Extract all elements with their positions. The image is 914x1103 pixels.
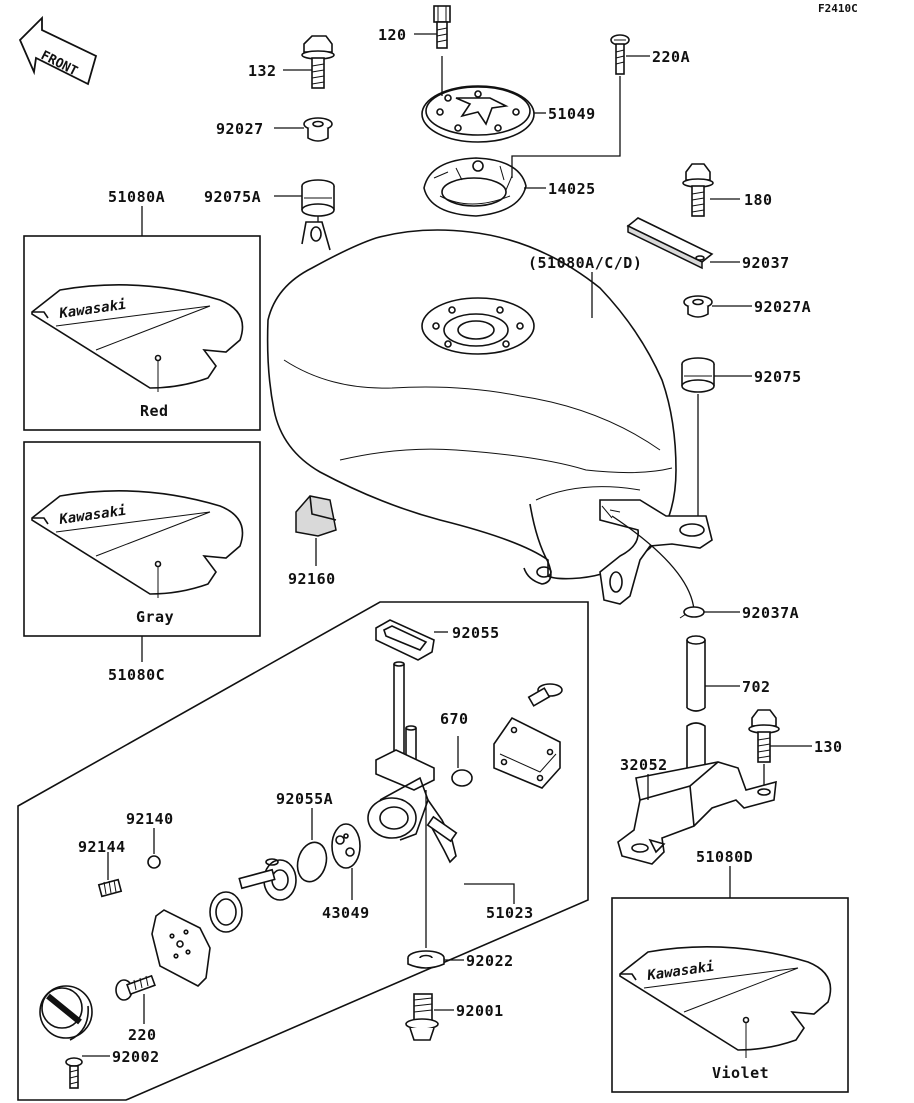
label-92075: 92075 [754,368,802,386]
bolt-180 [682,163,714,217]
label-92002: 92002 [112,1048,160,1066]
label-92037: 92037 [742,254,790,272]
decal-panel-51080C: Kawasaki Gray [23,441,261,637]
leader-220A-down [511,76,621,178]
label-14025: 14025 [548,180,596,198]
label-51023: 51023 [486,904,534,922]
knob [39,985,93,1041]
label-132: 132 [248,62,277,80]
spring-92144 [97,878,123,898]
hose-702 [686,635,706,784]
label-32052: 32052 [620,756,668,774]
screw-220A [610,34,630,75]
bolt-132 [301,35,335,89]
gasket-92055 [375,619,435,661]
label-220A: 220A [652,48,690,66]
oring-670 [451,769,473,787]
label-92027A: 92027A [754,298,811,316]
collar-92027A [683,295,713,318]
label-670: 670 [440,710,469,728]
color-violet: Violet [712,1064,769,1082]
lever-plate [151,909,211,987]
oring-92055A [296,841,328,883]
collar-92027 [303,117,333,142]
cover-plate [493,716,561,789]
label-120: 120 [378,26,407,44]
front-arrow-icon: FRONT [18,15,98,86]
label-92037A: 92037A [742,604,799,622]
label-180: 180 [744,191,773,209]
screw-cover [527,683,563,707]
label-702: 702 [742,678,771,696]
grommet-92075A [301,179,335,217]
label-51049: 51049 [548,105,596,123]
leader-51023 [464,883,515,904]
label-51080D: 51080D [696,848,753,866]
label-92027: 92027 [216,120,264,138]
grommet-92075 [681,357,715,393]
bracket-32052 [617,761,777,865]
label-51080ACD: (51080A/C/D) [528,254,642,272]
strap-92037 [626,217,714,270]
color-red: Red [140,402,169,420]
screw-92002 [65,1057,83,1089]
decal-panel-51080D: Kawasaki Violet [611,897,849,1093]
decal-panel-51080A: Kawasaki Red [23,235,261,431]
ball-92140 [147,855,161,869]
packing-43049 [331,823,361,869]
bolt-120 [433,5,451,49]
leader-92037A-curve [611,515,695,611]
label-51080A: 51080A [108,188,165,206]
screw-220 [115,974,156,1001]
clip-92037A [679,606,705,619]
bolt-130 [748,709,780,763]
label-92055A: 92055A [276,790,333,808]
washer-lever [209,891,243,933]
fuel-tank [266,221,713,605]
washer-92022 [407,950,445,969]
fuel-cock-assembly-box [17,601,589,1101]
fuel-cock-51023 [367,661,458,864]
label-92160: 92160 [288,570,336,588]
label-92022: 92022 [466,952,514,970]
label-43049: 43049 [322,904,370,922]
label-92144: 92144 [78,838,126,856]
label-130: 130 [814,738,843,756]
color-gray: Gray [136,608,174,626]
figure-code: F2410C [818,2,858,15]
label-92001: 92001 [456,1002,504,1020]
gasket-14025 [423,157,527,217]
label-92140: 92140 [126,810,174,828]
rubber-92160 [295,495,337,537]
label-92075A: 92075A [204,188,261,206]
label-220: 220 [128,1026,157,1044]
lever-shaft [238,858,297,901]
label-92055: 92055 [452,624,500,642]
bolt-92001 [405,993,439,1041]
filler-cap-51049 [421,85,535,143]
label-51080C: 51080C [108,666,165,684]
